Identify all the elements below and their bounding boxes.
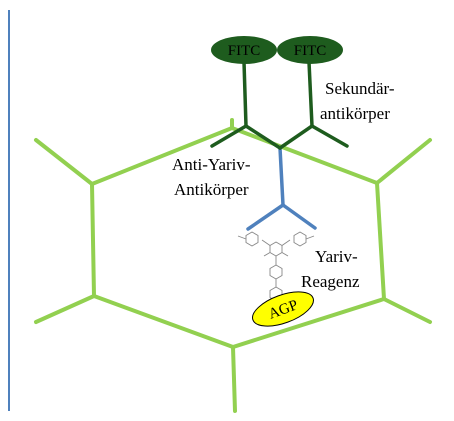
fitc-left: FITC [211, 36, 277, 64]
cell-wall [34, 118, 432, 413]
secondary-antibody-label-line2: antikörper [320, 104, 390, 123]
secondary-antibody-label-line1: Sekundär- [325, 79, 395, 98]
primary-antibody-label-line1: Anti-Yariv- [172, 155, 251, 174]
agp: AGP [252, 291, 314, 327]
primary-antibody [246, 146, 317, 231]
cell-wall-extension [382, 297, 432, 324]
cell-wall-extension [231, 345, 237, 413]
secondary-antibody-left [210, 60, 282, 150]
yariv-reagent-label-line1: Yariv- [315, 247, 358, 266]
fitc-right: FITC [277, 36, 343, 64]
yariv-reagent-label-line2: Reagenz [301, 272, 360, 291]
cell-wall-extension [34, 294, 96, 324]
secondary-antibody-right [278, 60, 349, 150]
primary-antibody-label-line2: Antikörper [174, 180, 249, 199]
cell-wall-extension [34, 138, 94, 186]
yariv-molecule [237, 231, 315, 302]
fitc-right-label: FITC [294, 43, 327, 59]
cell-wall-extension [375, 138, 432, 185]
fitc-left-label: FITC [228, 43, 261, 59]
